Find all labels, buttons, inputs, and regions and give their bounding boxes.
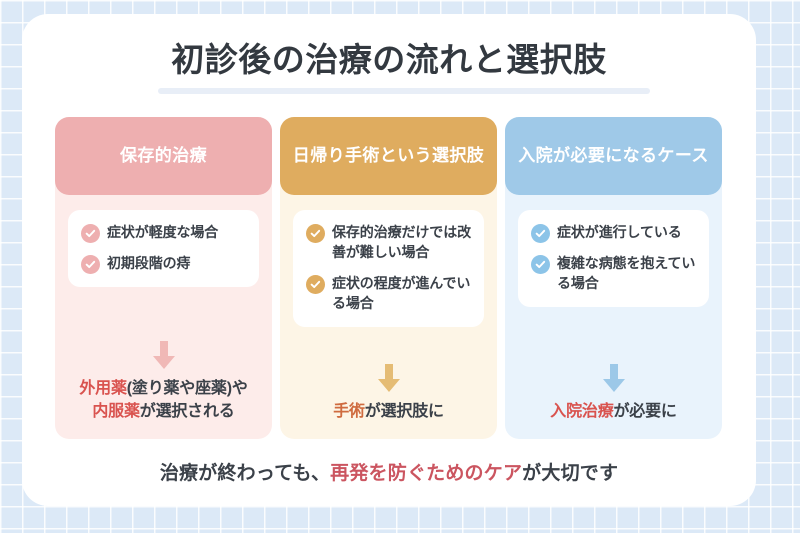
conclusion-day-surgery: 手術が選択肢に [327, 400, 450, 439]
columns-container: 保存的治療 症状が軽度な場合 初期段階の痔 [55, 117, 723, 439]
conclusion-rest: が選択肢に [364, 402, 444, 420]
arrow-down-icon [151, 340, 177, 371]
list-item-label: 症状が軽度な場合 [107, 224, 219, 240]
column-day-surgery: 日帰り手術という選択肢 保存的治療だけでは改善が難しい場合 症状の程度が進んでい… [280, 117, 497, 439]
check-circle-icon [81, 224, 100, 243]
title-block: 初診後の治療の流れと選択肢 [22, 40, 756, 86]
footer-prefix: 治療が終わっても、 [159, 463, 331, 484]
checklist-conservative: 症状が軽度な場合 初期段階の痔 [68, 210, 259, 287]
column-header-label: 保存的治療 [120, 145, 207, 165]
arrow-down-icon [601, 363, 627, 394]
list-item: 症状が進行している [531, 223, 698, 243]
list-item-label: 初期段階の痔 [107, 255, 191, 271]
list-item: 初期段階の痔 [81, 254, 248, 274]
conclusion-line-1: 手術が選択肢に [333, 400, 444, 423]
check-circle-icon [531, 224, 550, 243]
check-circle-icon [531, 255, 550, 274]
column-header-day-surgery: 日帰り手術という選択肢 [280, 117, 497, 195]
list-item: 複雑な病態を抱えている場合 [531, 254, 698, 294]
column-header-label: 日帰り手術という選択肢 [292, 145, 485, 165]
list-item: 症状の程度が進んでいる場合 [306, 274, 473, 314]
column-hospitalization: 入院が必要になるケース 症状が進行している 複雑な病態を抱えている場合 [505, 117, 722, 439]
conclusion-line-1: 外用薬(塗り薬や座薬)や [79, 377, 247, 400]
check-circle-icon [306, 274, 325, 294]
list-item: 保存的治療だけでは改善が難しい場合 [306, 223, 473, 263]
checklist-hospitalization: 症状が進行している 複雑な病態を抱えている場合 [518, 210, 709, 307]
conclusion-highlight: 外用薬 [79, 379, 127, 397]
list-item-label: 症状が進行している [557, 224, 682, 240]
page-title: 初診後の治療の流れと選択肢 [171, 41, 607, 78]
infographic-card: 初診後の治療の流れと選択肢 保存的治療 症状が軽度な場合 初期段 [22, 14, 756, 506]
conclusion-line-1: 入院治療が必要に [550, 400, 677, 423]
footer-highlight: 再発を防ぐためのケア [330, 463, 523, 484]
conclusion-highlight: 入院治療 [550, 402, 614, 420]
column-conservative: 保存的治療 症状が軽度な場合 初期段階の痔 [55, 117, 272, 439]
list-item-label: 複雑な病態を抱えている場合 [557, 255, 696, 291]
column-header-conservative: 保存的治療 [55, 117, 272, 195]
column-header-label: 入院が必要になるケース [518, 145, 709, 165]
conclusion-line-2: 内服薬が選択される [79, 400, 247, 423]
arrow-down-icon [376, 363, 402, 394]
list-item-label: 保存的治療だけでは改善が難しい場合 [332, 224, 471, 260]
conclusion-rest: が必要に [613, 402, 677, 420]
conclusion-rest: が選択される [139, 402, 235, 420]
list-item-label: 症状の程度が進んでいる場合 [332, 274, 471, 311]
check-circle-icon [81, 255, 100, 274]
checklist-day-surgery: 保存的治療だけでは改善が難しい場合 症状の程度が進んでいる場合 [293, 210, 484, 327]
conclusion-conservative: 外用薬(塗り薬や座薬)や 内服薬が選択される [73, 377, 253, 439]
conclusion-rest: (塗り薬や座薬)や [126, 379, 248, 397]
list-item: 症状が軽度な場合 [81, 223, 248, 243]
title-underline [158, 88, 650, 94]
footer-suffix: が大切です [522, 463, 619, 484]
column-header-hospitalization: 入院が必要になるケース [505, 117, 722, 195]
conclusion-highlight: 内服薬 [92, 402, 140, 420]
conclusion-highlight: 手術 [333, 402, 365, 420]
footer-message: 治療が終わっても、再発を防ぐためのケアが大切です [22, 458, 756, 485]
conclusion-hospitalization: 入院治療が必要に [544, 400, 682, 439]
check-circle-icon [306, 224, 325, 243]
